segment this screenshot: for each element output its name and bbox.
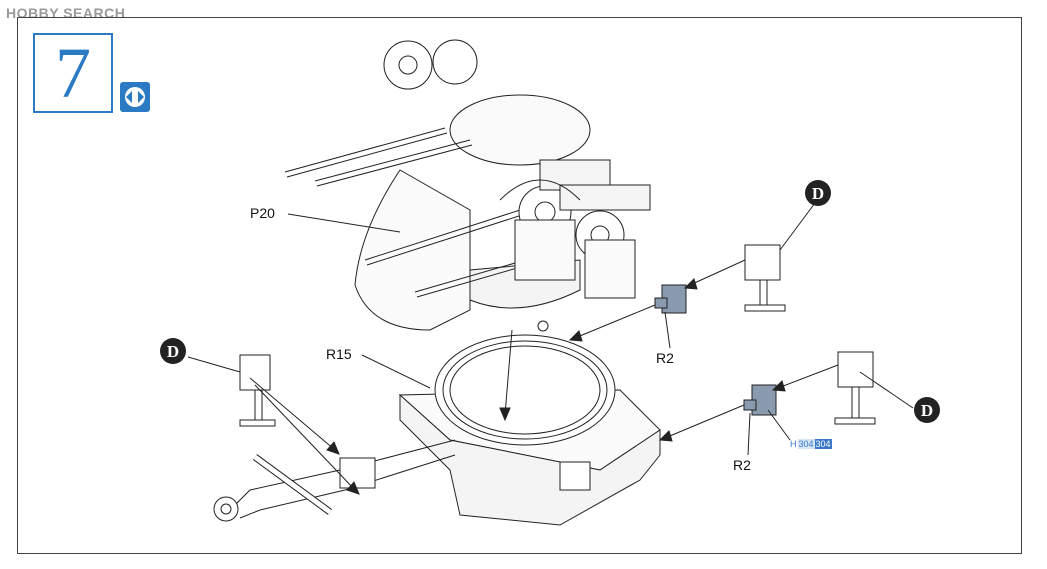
bracket-r2-lower [743, 384, 777, 416]
stabilizer-jack-bottom-right [834, 351, 876, 425]
part-label-r2-upper: R2 [656, 350, 674, 366]
callout-d-right-text: D [921, 401, 933, 420]
part-label-p20: P20 [250, 205, 275, 221]
base-mount-r15 [213, 320, 661, 526]
stabilizer-jack-left [239, 354, 276, 427]
paint-code-prefix: H [790, 439, 797, 449]
stabilizer-jack-top-right [744, 244, 786, 312]
gun-turret-assembly [284, 39, 651, 331]
parts-swap-icon [120, 82, 150, 112]
bracket-r2-upper [654, 284, 687, 314]
instruction-frame [17, 17, 1022, 554]
callout-d-left-text: D [167, 342, 179, 361]
paint-code-2: 304 [814, 439, 832, 449]
paint-code-1: 304 [797, 439, 815, 449]
callout-d-top-right [805, 180, 831, 206]
callout-d-right [914, 397, 940, 423]
step-number-box: 7 [33, 33, 113, 113]
callout-d-top-right-text: D [812, 184, 824, 203]
step-number: 7 [55, 33, 91, 113]
paint-code: H 304 304 [790, 439, 832, 449]
part-label-r2-lower: R2 [733, 457, 751, 473]
callout-d-left [160, 338, 186, 364]
part-label-r15: R15 [326, 346, 352, 362]
